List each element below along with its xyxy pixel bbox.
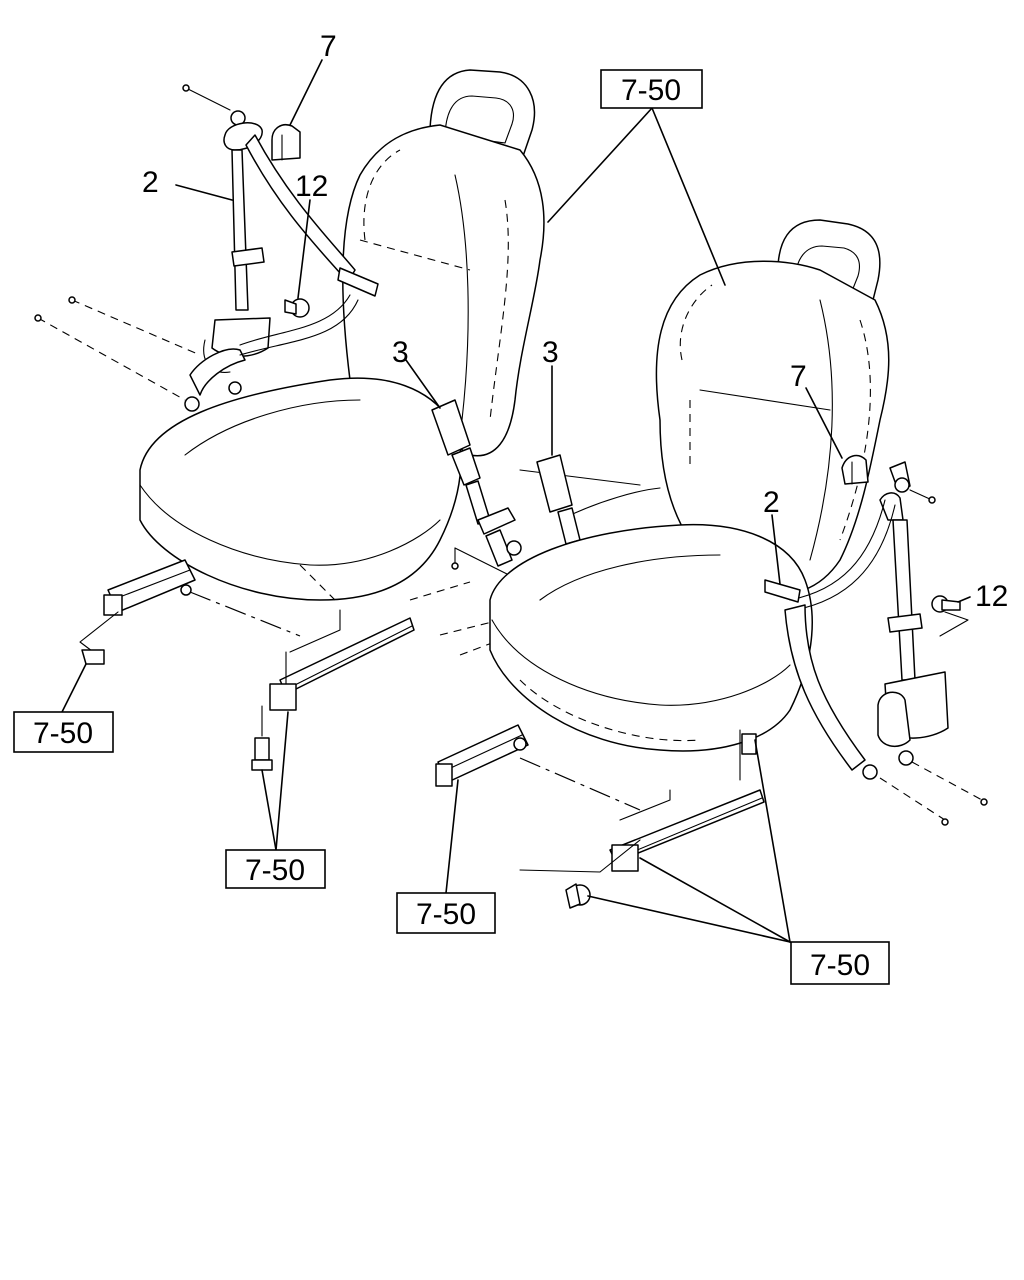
left-seat <box>139 69 545 601</box>
left-belt-cover <box>271 124 301 161</box>
callout-labels: 7 2 12 3 3 7 2 12 <box>142 30 1008 613</box>
left-seat-belt <box>34 84 379 412</box>
right-seat-belt <box>764 461 988 826</box>
ref-rail-left-bolts: 7-50 <box>245 854 305 887</box>
left-seat-rails <box>79 559 415 771</box>
right-bolt <box>931 595 969 637</box>
ref-seat-top: 7-50 <box>621 74 681 107</box>
right-seat <box>489 219 890 752</box>
callout-buckle-left-inner: 3 <box>542 336 559 369</box>
left-bolt <box>284 298 310 318</box>
callout-bolt-left: 12 <box>295 170 328 203</box>
callout-belt-left: 2 <box>142 166 159 199</box>
callout-belt-cover-right: 7 <box>790 360 807 393</box>
leader-lines <box>61 59 971 943</box>
right-seat-rails <box>435 724 765 909</box>
callout-buckle-left-outer: 3 <box>392 336 409 369</box>
ref-rail-right-bolts: 7-50 <box>810 949 870 982</box>
callout-bolt-right: 12 <box>975 580 1008 613</box>
ref-rail-left-lever: 7-50 <box>33 717 93 750</box>
left-buckle <box>431 399 522 567</box>
ref-rail-right: 7-50 <box>416 898 476 931</box>
right-belt-cover <box>841 454 869 485</box>
callout-belt-right: 2 <box>763 486 780 519</box>
reference-boxes: 7-50 7-50 7-50 7-50 7-50 <box>13 69 890 985</box>
callout-belt-cover-left: 7 <box>320 30 337 63</box>
